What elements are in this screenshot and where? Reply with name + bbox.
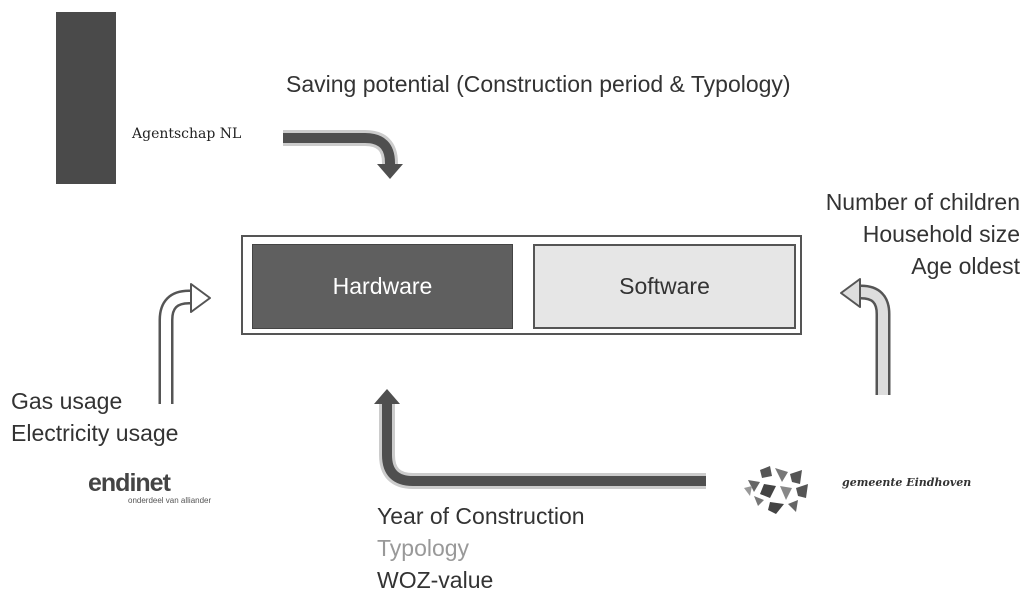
construction-inputs: Year of Construction Typology WOZ-value <box>377 500 585 596</box>
household-arrow <box>840 278 891 395</box>
construction-input-item: Typology <box>377 535 470 561</box>
agentschap-logo-bar <box>56 12 116 184</box>
gemeente-eindhoven-label: gemeente Eindhoven <box>842 476 972 489</box>
hardware-box: Hardware <box>252 244 513 329</box>
usage-arrow <box>158 283 211 404</box>
endinet-logo: endinet onderdeel van alliander <box>88 470 228 505</box>
saving-potential-text: Saving potential (Construction period & … <box>286 71 791 97</box>
construction-input-item: WOZ-value <box>377 567 494 593</box>
household-input-item: Household size <box>862 221 1020 247</box>
household-inputs: Number of children Household size Age ol… <box>826 186 1020 282</box>
construction-input-item: Year of Construction <box>377 503 585 529</box>
endinet-name: endinet <box>88 469 171 497</box>
usage-inputs: Gas usage Electricity usage <box>11 385 178 449</box>
software-box: Software <box>533 244 796 329</box>
saving-potential-arrow <box>283 130 403 179</box>
usage-input-item: Gas usage <box>11 388 123 414</box>
household-input-item: Age oldest <box>911 253 1020 279</box>
usage-input-item: Electricity usage <box>11 420 179 446</box>
endinet-tagline: onderdeel van alliander <box>128 496 212 505</box>
eindhoven-emblem-icon <box>744 466 808 514</box>
household-input-item: Number of children <box>825 189 1020 215</box>
construction-arrow <box>374 389 706 489</box>
agentschap-label: Agentschap NL <box>132 126 242 142</box>
